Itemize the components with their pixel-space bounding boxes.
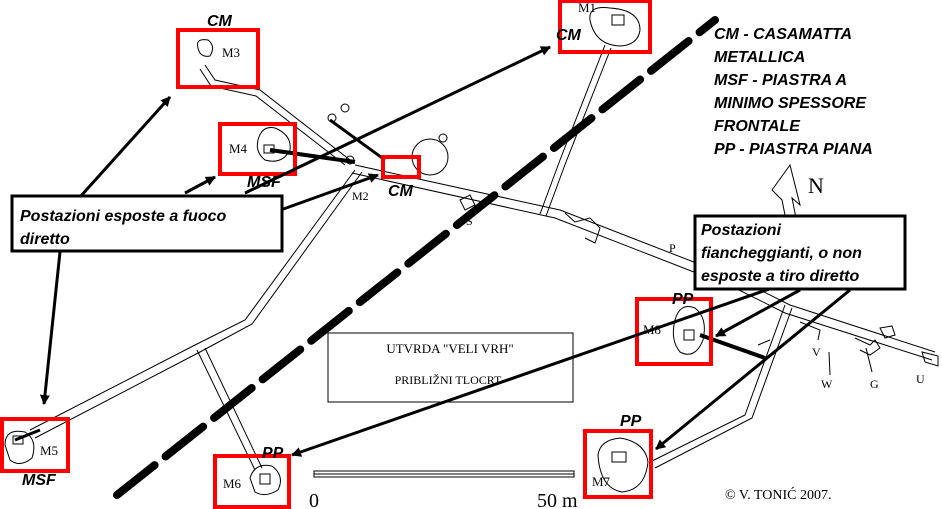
legend-line-1: CM - CASAMATTA: [714, 26, 851, 43]
pointer-arrows: [39, 45, 851, 457]
m2-label: M2: [352, 189, 369, 203]
north-arrow: N: [771, 163, 824, 221]
legend-line-4: MINIMO SPESSORE: [714, 95, 867, 112]
m8-box: [635, 297, 713, 366]
callout-exposed-line-1: Postazioni esposte a fuoco: [20, 208, 226, 225]
position-boxes: [0, 0, 713, 509]
m4-box: [218, 122, 297, 176]
m3-type-label: CM: [207, 13, 233, 30]
north-label: N: [808, 173, 824, 198]
plan-subtitle: PRIBLIŽNI TLOCRT: [395, 373, 502, 387]
m4-label: M4: [229, 141, 248, 156]
small-features: [327, 103, 449, 176]
copyright: © V. TONIĆ 2007.: [725, 486, 831, 503]
callout-flanking-line-1: Postazioni: [701, 222, 782, 239]
legend-line-6: PP - PIASTRA PIANA: [714, 141, 873, 158]
callout-exposed-line-2: diretto: [20, 231, 70, 248]
callout-flanking-line-3: esposte a tiro diretto: [701, 268, 859, 285]
point-letter-s: S: [466, 214, 473, 228]
dividing-line: [113, 16, 719, 499]
m3-label: M3: [222, 45, 240, 60]
plan-title-box: [327, 332, 574, 403]
scale-bar: 0 50 m: [309, 470, 578, 509]
position-blobs: [4, 7, 705, 496]
m1-type-label: CM: [556, 27, 582, 44]
m2-type-label: CM: [388, 183, 414, 200]
arrow-to-m6: [291, 278, 796, 457]
callout-exposed: Postazioni esposte a fuoco diretto: [10, 194, 284, 253]
m8-type-label: PP: [672, 291, 694, 308]
legend-line-3: MSF - PIASTRA A: [714, 72, 846, 89]
m3-box: [176, 28, 260, 89]
m2-box: [381, 155, 421, 179]
point-letter-w: W: [821, 377, 833, 391]
arrow-to-m4: [184, 175, 216, 195]
legend-line-5: FRONTALE: [714, 118, 801, 135]
callout-flanking-line-2: fiancheggianti, o non: [701, 245, 862, 262]
svg-text:Postazioni fiancheggiant: Postazioni fiancheggianti, o non esposte…: [701, 222, 866, 285]
m5-type-label: MSF: [22, 472, 57, 489]
arrow-to-m3: [78, 95, 172, 199]
callout-flanking: Postazioni fiancheggianti, o non esposte…: [693, 214, 907, 291]
m6-label: M6: [223, 476, 242, 491]
m7-label: M7: [592, 474, 611, 489]
scale-start-label: 0: [309, 490, 319, 509]
arrow-to-m1: [244, 45, 551, 195]
m7-type-label: PP: [620, 413, 642, 430]
point-letter-g: G: [870, 377, 879, 391]
legend: CM - CASAMATTA METALLICA MSF - PIASTRA A…: [714, 26, 873, 158]
scale-end-label: 50 m: [537, 490, 578, 509]
m7-box: [583, 429, 653, 499]
svg-text:CM - CASAMATTA METALLICA: CM - CASAMATTA METALLICA MSF - PIASTRA A…: [714, 26, 873, 158]
arrow-to-m2: [274, 173, 379, 214]
arrow-to-m7: [655, 288, 851, 451]
arrow-to-m8: [715, 288, 801, 338]
svg-text:Postazioni esposte a fuoco: Postazioni esposte a fuoco diretto: [20, 208, 231, 248]
m6-box: [213, 454, 291, 509]
m6-type-label: PP: [262, 445, 284, 462]
point-letter-p: P: [669, 241, 676, 255]
point-letter-v: V: [812, 345, 821, 359]
m1-label: M1: [578, 0, 596, 15]
point-letter-u: U: [916, 372, 925, 386]
plan-title: UTVRDA "VELI VRH": [386, 341, 513, 356]
m5-label: M5: [40, 443, 58, 458]
arrow-to-m5: [39, 251, 62, 405]
legend-line-2: METALLICA: [714, 49, 805, 66]
m5-box: [0, 417, 70, 473]
m1-box: [558, 0, 652, 54]
